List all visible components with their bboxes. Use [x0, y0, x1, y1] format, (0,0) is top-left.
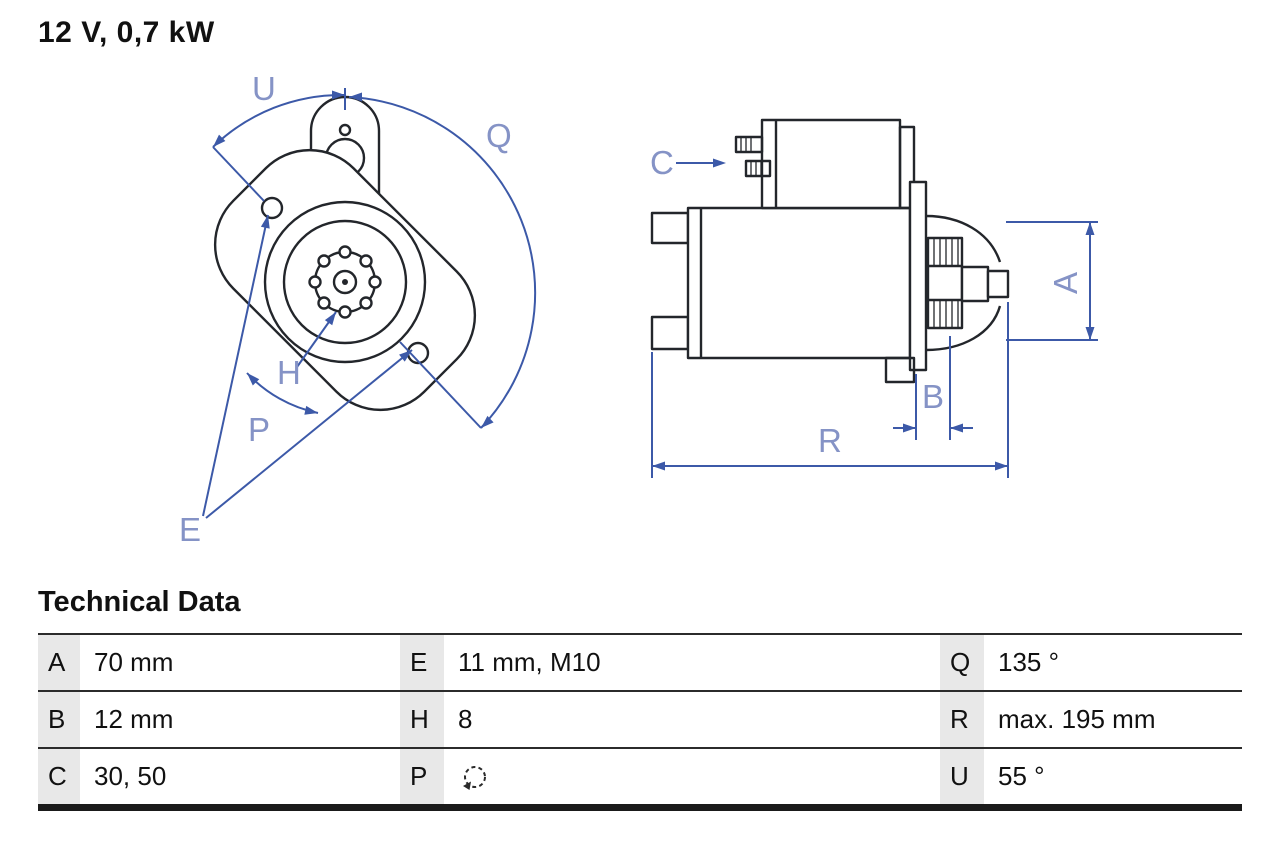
dim-value-cell: max. 195 mm [984, 691, 1242, 748]
side-view-drawing: C A B R [650, 118, 1098, 478]
tab-pilot-hole [338, 123, 352, 137]
dim-value-cell [444, 748, 940, 808]
dim-value-cell: 135 ° [984, 634, 1242, 691]
rotation-ccw-icon [463, 765, 486, 790]
dimension-label-a: A [1047, 272, 1084, 294]
dim-value-cell: 11 mm, M10 [444, 634, 940, 691]
front-view-drawing: U Q H P E [179, 70, 537, 548]
dimension-label-b: B [922, 378, 944, 415]
motor-body [686, 206, 912, 360]
dim-key-cell: P [400, 748, 444, 808]
dimension-label-e: E [179, 511, 201, 548]
shaft-end-cap [986, 269, 1010, 299]
dim-key-cell: A [38, 634, 80, 691]
technical-data-heading: Technical Data [38, 586, 241, 618]
starter-motor-diagram: U Q H P E [179, 70, 1098, 548]
dimension-line-e2 [205, 349, 413, 519]
dim-key-cell: H [400, 691, 444, 748]
table-row: C 30, 50 P U 55 ° [38, 748, 1242, 808]
terminal-stud-50 [744, 159, 772, 178]
dimension-label-p: P [248, 411, 270, 448]
dimension-arc-u [212, 93, 346, 148]
dim-value-cell: 70 mm [80, 634, 400, 691]
dim-key-cell: B [38, 691, 80, 748]
dim-value-cell: 12 mm [80, 691, 400, 748]
dimension-label-u: U [252, 70, 276, 107]
dimension-line-e1 [202, 214, 269, 517]
shaft-hole [332, 269, 358, 295]
dim-key-cell: C [38, 748, 80, 808]
dim-key-cell: Q [940, 634, 984, 691]
dimension-label-h: H [277, 354, 301, 391]
mount-hole-upper [260, 196, 284, 220]
bottom-step [884, 356, 916, 384]
flange-side [908, 180, 928, 372]
dim-value-cell: 8 [444, 691, 940, 748]
table-row: A 70 mm E 11 mm, M10 Q 135 ° [38, 634, 1242, 691]
dim-value-cell: 30, 50 [80, 748, 400, 808]
dim-key-cell: U [940, 748, 984, 808]
technical-data-table: A 70 mm E 11 mm, M10 Q 135 ° B 12 mm H 8… [38, 633, 1242, 811]
terminal-stud-30 [734, 135, 764, 154]
dim-value-cell: 55 ° [984, 748, 1242, 808]
solenoid [760, 118, 902, 210]
dimension-label-c: C [650, 144, 674, 181]
dimension-label-r: R [818, 422, 842, 459]
dimension-label-q: Q [486, 117, 512, 154]
drive-shaft [960, 265, 990, 303]
bore-inner-ring [282, 219, 408, 345]
dimension-arc-q [348, 96, 537, 429]
pinion-side [926, 236, 964, 330]
dim-key-cell: E [400, 634, 444, 691]
left-tab-bottom [650, 315, 690, 351]
left-tab-top [650, 211, 690, 245]
page-title: 12 V, 0,7 kW [38, 16, 215, 49]
dim-key-cell: R [940, 691, 984, 748]
table-row: B 12 mm H 8 R max. 195 mm [38, 691, 1242, 748]
center-point [342, 279, 348, 285]
